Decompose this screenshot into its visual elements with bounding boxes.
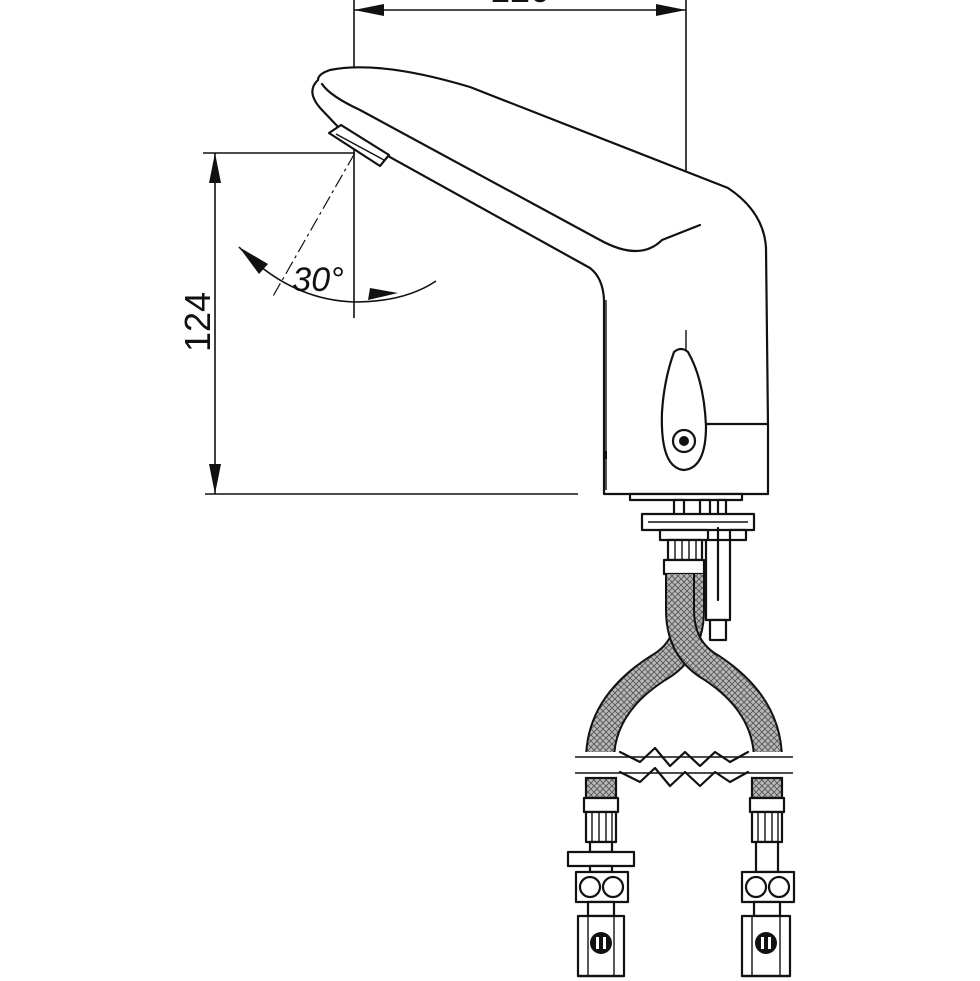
valve-left bbox=[566, 796, 636, 978]
height-label: 124 bbox=[177, 292, 218, 352]
height-dimension: 124 bbox=[177, 152, 578, 495]
angle-label: 30° bbox=[292, 261, 343, 299]
arrowhead-bottom bbox=[209, 464, 221, 494]
mounting-block bbox=[640, 498, 756, 642]
faucet-icon bbox=[311, 66, 770, 502]
connection-valve-icon bbox=[566, 796, 796, 978]
width-label: 120 bbox=[490, 0, 550, 10]
angle-dimension: 30° bbox=[238, 87, 437, 303]
aerator bbox=[327, 123, 391, 168]
braided-hose-icon bbox=[575, 574, 793, 800]
arrowhead-top bbox=[209, 153, 221, 183]
arrowhead-left bbox=[354, 4, 384, 16]
valve-right bbox=[740, 796, 796, 978]
arrowhead-right bbox=[656, 4, 686, 16]
faucet-body bbox=[311, 66, 770, 496]
angle-arrow-right bbox=[368, 288, 398, 300]
angle-arrow-left bbox=[239, 247, 268, 274]
